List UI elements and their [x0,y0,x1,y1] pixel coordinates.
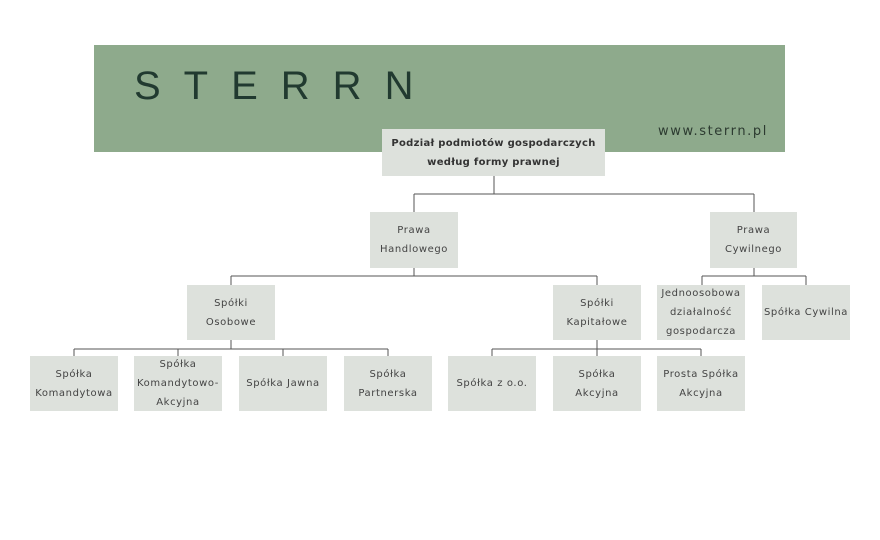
node-root-label: Podział podmiotów gospodarczych według f… [391,137,596,168]
node-label: Spółki Osobowe [205,297,257,328]
node-label: Prawa Handlowego [379,225,449,255]
node-label: Spółka z o.o. [456,378,528,389]
node-spolka-cywilna: Spółka Cywilna [762,285,850,340]
node-label: Spółka Akcyjna [575,368,619,399]
node-spolka-jawna: Spółka Jawna [239,356,327,411]
node-spolka-partnerska: Spółka Partnerska [344,356,432,411]
node-prawa-handlowego: Prawa Handlowego [370,212,458,268]
node-label: Spółka Partnerska [358,368,418,399]
node-spolka-komandytowo-akcyjna: Spółka Komandytowo- Akcyjna [134,356,222,411]
node-label: Spółka Cywilna [763,307,849,318]
node-spolka-komandytowa: Spółka Komandytowa [30,356,118,411]
node-label: Jednoosobowa działalność gospodarcza [661,288,741,337]
website-link[interactable]: www.sterrn.pl [658,124,768,139]
node-label: Spółka Komandytowa [35,368,113,399]
node-jednoosobowa: Jednoosobowa działalność gospodarcza [657,285,745,340]
node-label: Spółka Jawna [246,378,320,389]
node-spolka-zoo: Spółka z o.o. [448,356,536,411]
node-root: Podział podmiotów gospodarczych według f… [382,129,605,176]
node-prawa-cywilnego: Prawa Cywilnego [710,212,797,268]
node-label: Spółka Komandytowo- Akcyjna [137,359,219,408]
node-label: Spółki Kapitałowe [566,297,628,328]
logo: STERRN [134,64,437,108]
node-prosta-spolka-akcyjna: Prosta Spółka Akcyjna [657,356,745,411]
node-label: Prawa Cywilnego [725,225,782,255]
node-label: Prosta Spółka Akcyjna [663,368,739,399]
node-spolki-kapitalowe: Spółki Kapitałowe [553,285,641,340]
node-spolka-akcyjna: Spółka Akcyjna [553,356,641,411]
node-spolki-osobowe: Spółki Osobowe [187,285,275,340]
